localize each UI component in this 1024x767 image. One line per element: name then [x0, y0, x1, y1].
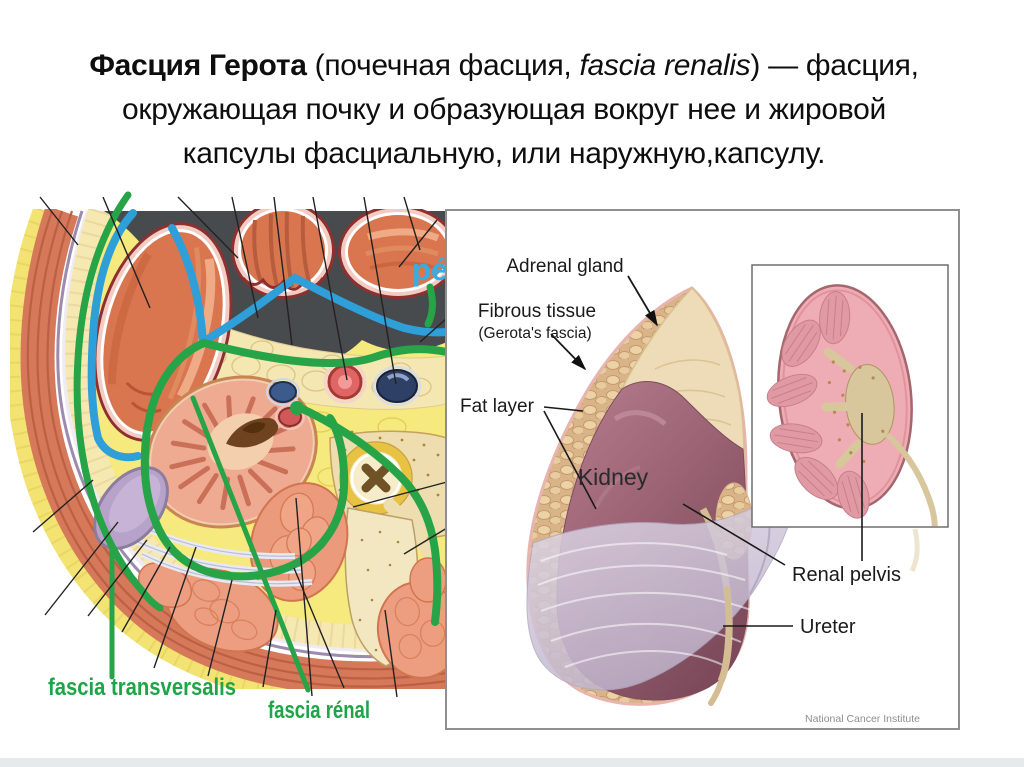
image-credit: National Cancer Institute: [805, 713, 920, 725]
label-ureter: Ureter: [800, 616, 856, 638]
title-line-3: капсулы фасциальную, или наружную,капсул…: [182, 137, 826, 170]
fascia-lines-green: [73, 191, 450, 693]
label-kidney: Kidney: [578, 464, 649, 490]
peritoneum-line-blue: [87, 209, 450, 462]
colon-middle: [231, 209, 335, 299]
label-fibrous-tissue-sub: (Gerota's fascia): [478, 325, 591, 342]
fascia-transversalis-line: [73, 191, 164, 612]
label-fascia-renal: fascia rénal: [268, 697, 370, 724]
slide-title: Фасция Герота (почечная фасция, fascia r…: [36, 44, 972, 176]
fascia-renal-pointer: [190, 395, 311, 693]
title-line-2: окружающая почку и образующая вокруг нее…: [122, 93, 886, 126]
bottom-strip: [0, 758, 1024, 767]
title-bold-term: Фасция Герота: [89, 49, 307, 82]
label-fascia-transversalis: fascia transversalis: [48, 674, 236, 701]
renal-vein: [372, 365, 422, 407]
kidney-panel-figure: Adrenal gland Fibrous tissue (Gerota's f…: [445, 209, 960, 730]
label-peritoneum-partial: pé: [412, 252, 448, 287]
label-fibrous-tissue: Fibrous tissue: [478, 301, 596, 322]
title-latin-term: fascia renalis: [579, 49, 751, 82]
inset-kidney-cut-section: [766, 284, 938, 526]
pointer-lines: [32, 196, 448, 698]
fascia-renal-posterior-line: [292, 402, 442, 626]
title-line-1: Фасция Герота (почечная фасция, fascia r…: [89, 49, 919, 82]
fascia-renal-anterior-line: [140, 338, 450, 581]
kidney-with-fascia: [526, 286, 804, 706]
label-fat-layer: Fat layer: [460, 396, 535, 417]
gerota-fascia-wrap-shape: [526, 464, 804, 691]
kidney-pointer-lines: [543, 275, 863, 627]
label-renal-pelvis: Renal pelvis: [792, 564, 901, 586]
cross-section-figure: fascia transversalis fascia rénal pé: [10, 191, 450, 724]
label-adrenal-gland: Adrenal gland: [506, 256, 623, 277]
